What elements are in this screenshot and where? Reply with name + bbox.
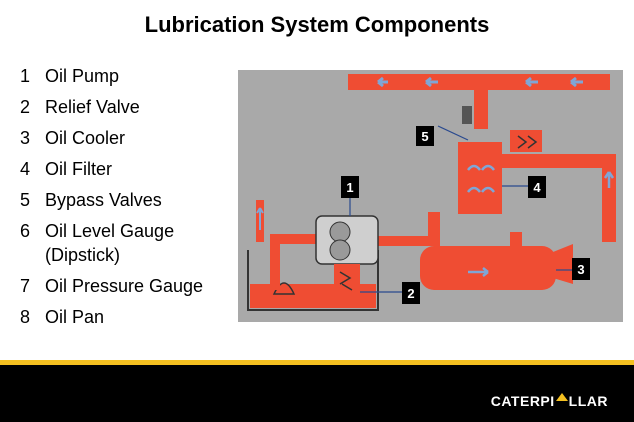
- caterpillar-logo: CATERPI LLAR: [491, 393, 608, 409]
- list-item: 5 Bypass Valves: [20, 188, 245, 212]
- bypass-spring: [517, 135, 538, 149]
- callout-5-text: 5: [421, 129, 428, 144]
- item-number: 8: [20, 307, 31, 327]
- item-label: Oil Cooler: [45, 128, 126, 148]
- item-number: 3: [20, 128, 31, 148]
- dipstick-arrow: [256, 207, 264, 230]
- callout-1: [341, 176, 359, 198]
- bypass-valve-housing: [510, 130, 542, 152]
- list-item: 2 Relief Valve: [20, 95, 245, 119]
- gallery-valve: [462, 106, 472, 124]
- cooler-flow: [468, 267, 489, 277]
- list-item: 3 Oil Cooler: [20, 126, 245, 150]
- logo-text-end: LLAR: [568, 393, 608, 409]
- footer-accent-line: [0, 360, 634, 365]
- item-label: Oil Pressure Gauge: [45, 276, 204, 296]
- callout-2-text: 2: [407, 286, 414, 301]
- oil-filter: [458, 142, 502, 214]
- filter-inlet-line: [428, 212, 440, 246]
- pump-outlet-line: [378, 236, 434, 246]
- relief-spring: [339, 271, 353, 291]
- item-label: Oil Level Gauge (Dipstick): [45, 221, 175, 265]
- lubrication-diagram: 5 1 4 2 3: [238, 70, 623, 322]
- item-label: Oil Pump: [45, 66, 120, 86]
- flow-arrows-gallery: [377, 76, 583, 88]
- cooler-cap: [553, 244, 573, 284]
- callout-line-5: [437, 125, 469, 141]
- item-label: Oil Filter: [45, 159, 112, 179]
- footer-bar: CATERPI LLAR: [0, 365, 634, 422]
- item-number: 2: [20, 97, 31, 117]
- oil-cooler: [420, 246, 556, 290]
- page-title: Lubrication System Components: [144, 12, 490, 37]
- item-number: 6: [20, 221, 31, 241]
- item-label: Relief Valve: [45, 97, 140, 117]
- list-item: 8 Oil Pan: [20, 305, 245, 329]
- filter-flow: [467, 164, 495, 193]
- main-oil-gallery: [348, 74, 610, 90]
- callout-4: [528, 176, 546, 198]
- list-item: 7 Oil Pressure Gauge: [20, 274, 245, 298]
- pickup-tube: [270, 234, 280, 290]
- callout-5: [416, 126, 434, 146]
- logo-text-start: CATERPI: [490, 393, 555, 409]
- pump-gear-upper: [329, 221, 351, 243]
- list-item: 1 Oil Pump: [20, 64, 245, 88]
- pickup-line: [270, 234, 340, 244]
- callout-2: [402, 282, 420, 304]
- item-number: 1: [20, 66, 31, 86]
- pump-gear-lower: [329, 239, 351, 261]
- logo-triangle-icon: [555, 393, 568, 401]
- list-item: 6 Oil Level Gauge (Dipstick): [20, 219, 245, 267]
- callout-3-text: 3: [577, 262, 584, 277]
- item-label: Oil Pan: [45, 307, 105, 327]
- filter-to-right-line: [502, 154, 616, 168]
- callout-3: [572, 258, 590, 280]
- item-number: 5: [20, 190, 31, 210]
- flow-arrow-right: [603, 171, 615, 188]
- callout-4-text: 4: [533, 180, 541, 195]
- callout-1-text: 1: [346, 180, 353, 195]
- item-label: Bypass Valves: [45, 190, 162, 210]
- list-item: 4 Oil Filter: [20, 157, 245, 181]
- oil-pan-outline: [247, 250, 379, 311]
- item-number: 7: [20, 276, 31, 296]
- gallery-feed: [474, 84, 488, 129]
- cooler-outlet: [510, 232, 522, 250]
- item-number: 4: [20, 159, 31, 179]
